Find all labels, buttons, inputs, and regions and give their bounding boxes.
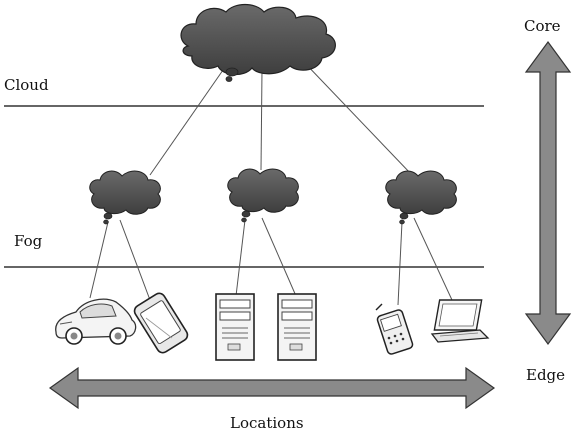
car-icon (55, 298, 137, 345)
link-fog1-car (89, 221, 109, 299)
locations-label: Locations (230, 414, 304, 432)
cloud-icon (180, 3, 336, 82)
link-fog2-server1 (235, 219, 246, 297)
locations-arrow (48, 366, 496, 410)
link-fog3-laptop (413, 217, 453, 301)
fog-cloud-icon (227, 168, 299, 223)
link-fog1-smartphone (119, 219, 151, 301)
core-label: Core (524, 17, 561, 35)
edge-label: Edge (526, 366, 566, 384)
link-fog2-server2 (261, 217, 297, 297)
fog-layer-label: Fog (14, 232, 43, 250)
link-fog3-mobile (397, 221, 403, 306)
link-cloud-fog-2 (260, 69, 263, 171)
fog-cloud-icon (89, 170, 161, 225)
server-icon (277, 293, 317, 361)
link-cloud-fog-1 (149, 59, 231, 176)
link-cloud-fog-3 (301, 59, 413, 176)
smartphone-icon (133, 292, 189, 354)
cloud-layer-label: Cloud (4, 76, 49, 94)
mobile-phone-icon (375, 303, 414, 355)
fog-cloud-icon (385, 170, 457, 225)
core-edge-arrow (524, 40, 572, 346)
laptop-icon (430, 299, 490, 343)
server-icon (215, 293, 255, 361)
